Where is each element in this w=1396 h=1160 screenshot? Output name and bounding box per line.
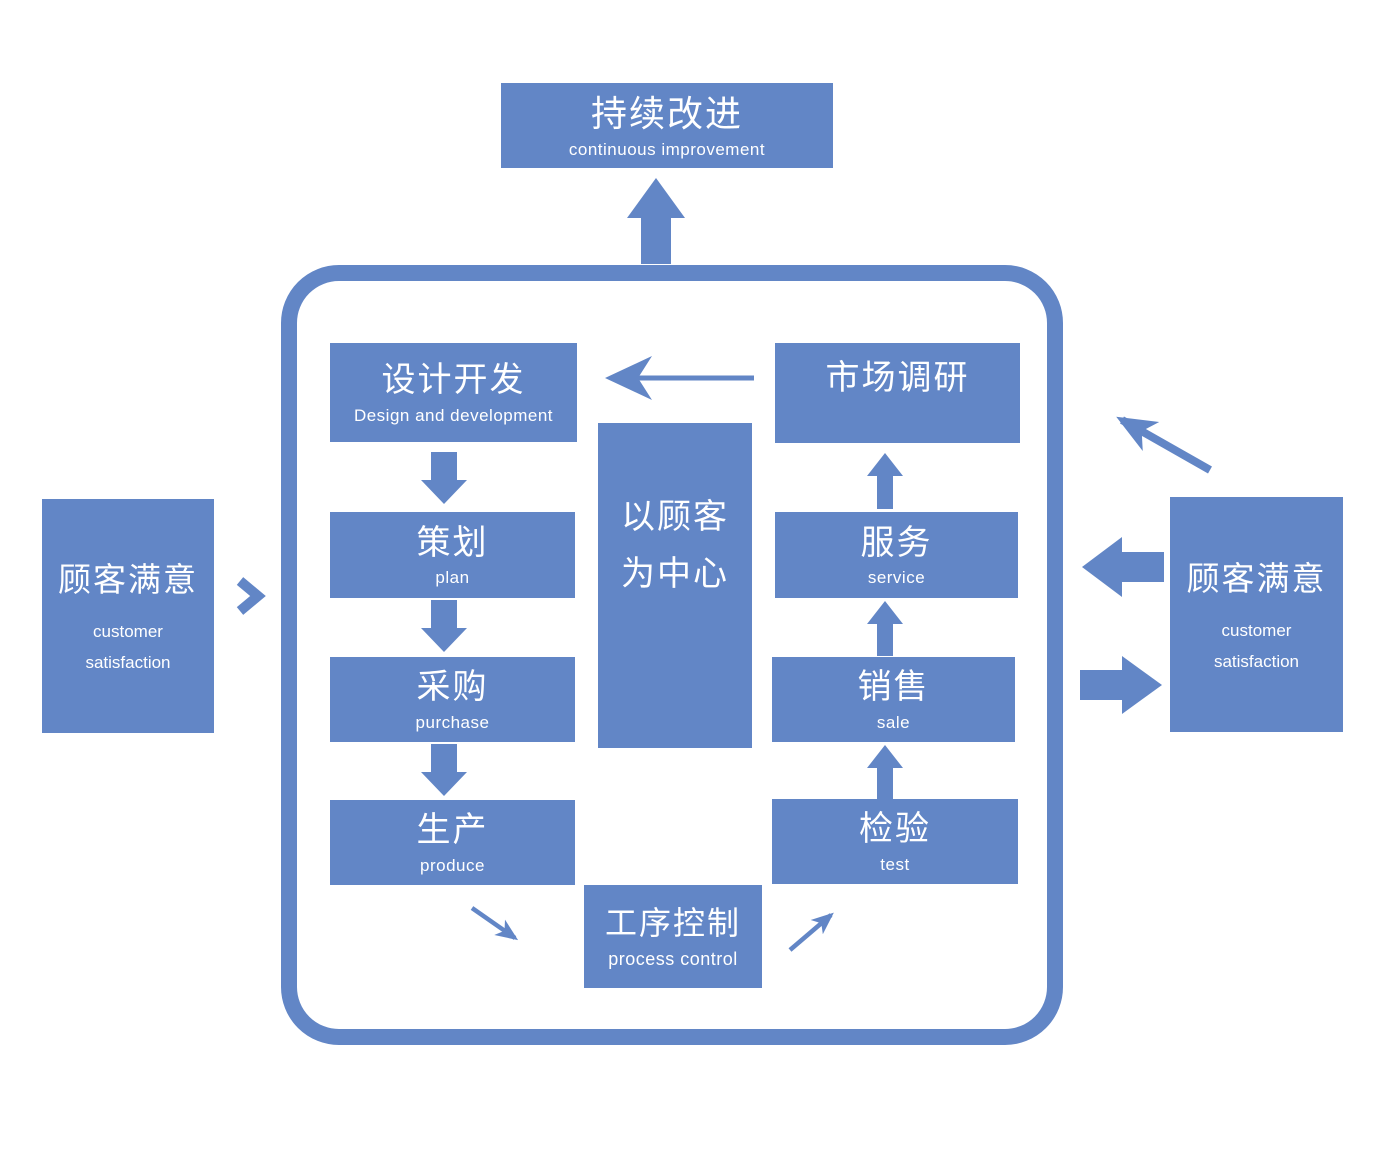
up-block-arrow-icon bbox=[867, 601, 903, 656]
box-purchase: 采购 purchase bbox=[330, 657, 575, 742]
box-subtitle-line1: customer bbox=[1221, 620, 1292, 640]
box-title: 服务 bbox=[860, 523, 933, 562]
box-customer-satisfaction-left: 顾客满意 customer satisfaction bbox=[42, 499, 214, 733]
box-subtitle: test bbox=[880, 854, 910, 874]
box-title: 销售 bbox=[857, 668, 930, 707]
box-title: 顾客满意 bbox=[1186, 559, 1327, 597]
box-subtitle: purchase bbox=[415, 712, 490, 732]
box-subtitle: service bbox=[867, 568, 926, 588]
chevron-right-icon bbox=[236, 577, 266, 615]
box-sale: 销售 sale bbox=[772, 657, 1015, 742]
box-service: 服务 service bbox=[775, 512, 1018, 598]
right-block-arrow-icon bbox=[1080, 656, 1162, 714]
box-subtitle: Design and development bbox=[353, 405, 554, 425]
box-market-research: 市场调研 bbox=[775, 343, 1020, 443]
box-title: 持续改进 bbox=[590, 93, 743, 134]
box-subtitle: process control bbox=[608, 949, 738, 969]
box-title: 工序控制 bbox=[604, 905, 741, 941]
box-title: 检验 bbox=[859, 810, 931, 849]
box-subtitle: plan bbox=[435, 568, 470, 588]
box-produce: 生产 produce bbox=[330, 800, 575, 885]
box-process-control: 工序控制 process control bbox=[584, 885, 762, 988]
box-title: 市场调研 bbox=[825, 359, 970, 397]
down-block-arrow-icon bbox=[421, 744, 467, 796]
process-boundary-frame bbox=[281, 265, 1063, 1045]
diagonal-down-right-arrow-icon bbox=[470, 906, 519, 941]
box-title: 顾客满意 bbox=[58, 561, 198, 599]
box-subtitle: continuous improvement bbox=[568, 140, 766, 159]
box-title: 采购 bbox=[416, 668, 489, 707]
box-subtitle-line2: satisfaction bbox=[85, 653, 171, 672]
box-subtitle: sale bbox=[876, 712, 911, 732]
diagonal-up-left-arrow-icon bbox=[1116, 416, 1212, 474]
left-arrow-icon bbox=[605, 356, 754, 400]
down-block-arrow-icon bbox=[421, 452, 467, 504]
box-title: 策划 bbox=[416, 523, 489, 562]
up-block-arrow-icon bbox=[867, 745, 903, 799]
box-plan: 策划 plan bbox=[330, 512, 575, 598]
box-title-line1: 以顾客 bbox=[621, 498, 729, 537]
box-title: 生产 bbox=[416, 811, 489, 850]
box-test: 检验 test bbox=[772, 799, 1018, 884]
box-subtitle-line2: satisfaction bbox=[1213, 651, 1300, 671]
box-subtitle-line1: customer bbox=[93, 622, 163, 642]
box-title: 设计开发 bbox=[381, 361, 526, 400]
box-title-line2: 为中心 bbox=[621, 554, 729, 593]
down-block-arrow-icon bbox=[421, 600, 467, 652]
up-block-arrow-icon bbox=[867, 453, 903, 509]
box-customer-satisfaction-right: 顾客满意 customer satisfaction bbox=[1170, 497, 1343, 732]
box-customer-centered: 以顾客 为中心 bbox=[598, 423, 752, 748]
box-continuous-improvement: 持续改进 continuous improvement bbox=[501, 83, 833, 168]
box-design-development: 设计开发 Design and development bbox=[330, 343, 577, 442]
up-block-arrow-icon bbox=[627, 178, 685, 264]
box-subtitle: customer satisfaction bbox=[85, 617, 170, 678]
box-subtitle: produce bbox=[420, 855, 485, 875]
box-subtitle: customer satisfaction bbox=[1214, 616, 1299, 677]
left-block-arrow-icon bbox=[1082, 537, 1164, 597]
diagonal-up-right-arrow-icon bbox=[788, 912, 834, 952]
